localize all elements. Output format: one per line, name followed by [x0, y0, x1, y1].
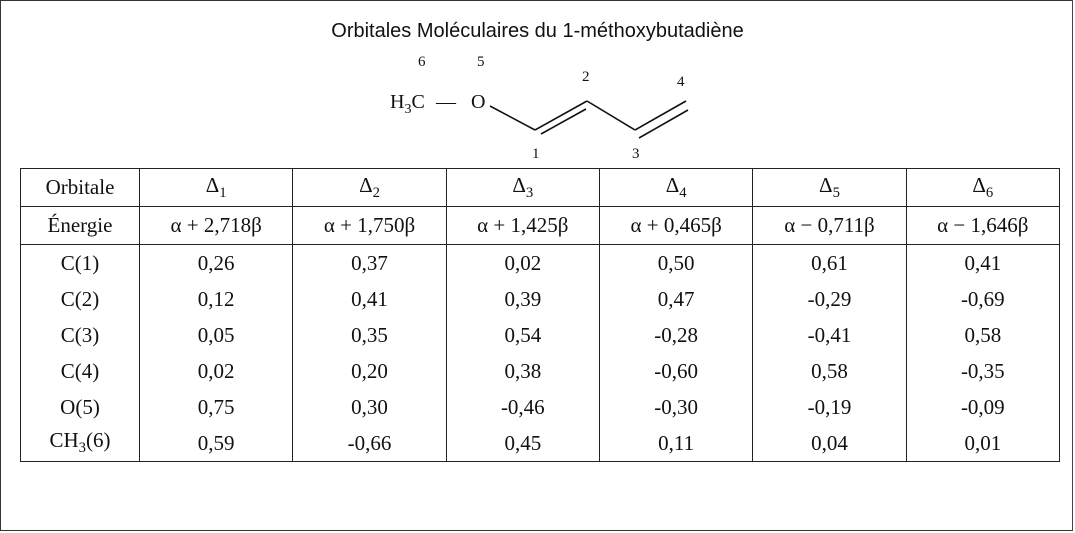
orbital-header-row: Orbitale Δ1 Δ2 Δ3 Δ4 Δ5 Δ6 — [20, 168, 1061, 207]
bond-c2-c3 — [586, 100, 636, 131]
coefficient-cell: -0,41 — [752, 317, 907, 353]
atom-label: C(2) — [20, 281, 140, 317]
energy-label: Énergie — [20, 206, 140, 245]
coefficient-cell: -0,09 — [905, 389, 1061, 425]
coefficient-cell: -0,66 — [292, 425, 447, 462]
atom-number-1: 1 — [532, 146, 540, 162]
bond-c1-c2-double — [540, 108, 587, 135]
coefficient-cell: 0,38 — [445, 353, 600, 389]
coefficient-cell: -0,19 — [752, 389, 907, 425]
table-row: O(5) 0,75 0,30 -0,46 -0,30 -0,19 -0,09 — [20, 389, 1061, 425]
orbital-header: Δ4 — [598, 168, 754, 207]
coefficient-cell: 0,47 — [598, 281, 754, 317]
orbital-header: Δ6 — [905, 168, 1061, 207]
coefficient-cell: 0,20 — [292, 353, 447, 389]
coefficient-cell: 0,35 — [292, 317, 447, 353]
coefficient-cell: -0,28 — [598, 317, 754, 353]
atom-number-2: 2 — [582, 69, 590, 85]
table-row: C(2) 0,12 0,41 0,39 0,47 -0,29 -0,69 — [20, 281, 1061, 317]
coefficient-cell: 0,41 — [905, 244, 1061, 281]
energy-value: α + 0,465β — [598, 206, 754, 245]
orbital-coefficients-table: Orbitale Δ1 Δ2 Δ3 Δ4 Δ5 Δ6 Énergie α + 2… — [20, 168, 1061, 462]
coefficient-cell: -0,46 — [445, 389, 600, 425]
coefficient-cell: 0,04 — [752, 425, 907, 462]
orbital-header: Δ3 — [445, 168, 600, 207]
coefficient-cell: 0,39 — [445, 281, 600, 317]
energy-value: α − 0,711β — [752, 206, 907, 245]
atom-label: CH3(6) — [20, 425, 140, 462]
coefficient-cell: 0,02 — [445, 244, 600, 281]
bond-c3-c4 — [634, 100, 687, 131]
energy-value: α + 2,718β — [138, 206, 294, 245]
page-title: Orbitales Moléculaires du 1-méthoxybutad… — [331, 20, 744, 42]
table-row: CH3(6) 0,59 -0,66 0,45 0,11 0,04 0,01 — [20, 425, 1061, 462]
coefficient-cell: 0,58 — [752, 353, 907, 389]
coefficient-cell: 0,75 — [138, 389, 294, 425]
atom-label: C(1) — [20, 244, 140, 281]
coefficient-cell: 0,59 — [138, 425, 294, 462]
coefficient-cell: -0,69 — [905, 281, 1061, 317]
coefficient-cell: 0,02 — [138, 353, 294, 389]
coefficient-cell: 0,30 — [292, 389, 447, 425]
coefficient-cell: 0,50 — [598, 244, 754, 281]
orbital-header: Δ5 — [752, 168, 907, 207]
coefficient-cell: 0,05 — [138, 317, 294, 353]
energy-row: Énergie α + 2,718β α + 1,750β α + 1,425β… — [20, 206, 1061, 245]
header-label: Orbitale — [20, 168, 140, 207]
atom-number-5: 5 — [477, 54, 485, 70]
oxygen-atom: O — [471, 91, 485, 113]
bond-c1-c2 — [534, 100, 588, 131]
orbital-header: Δ2 — [292, 168, 447, 207]
atom-label: C(4) — [20, 353, 140, 389]
coefficient-cell: -0,29 — [752, 281, 907, 317]
coefficient-cell: 0,11 — [598, 425, 754, 462]
coefficient-cell: 0,37 — [292, 244, 447, 281]
coefficient-cell: 0,45 — [445, 425, 600, 462]
coefficient-cell: 0,54 — [445, 317, 600, 353]
table-row: C(3) 0,05 0,35 0,54 -0,28 -0,41 0,58 — [20, 317, 1061, 353]
atom-number-3: 3 — [632, 146, 640, 162]
table-row: C(1) 0,26 0,37 0,02 0,50 0,61 0,41 — [20, 244, 1061, 281]
molecule-structure: 6 5 2 4 1 3 H3C — O — [390, 54, 689, 162]
atom-number-4: 4 — [677, 74, 685, 90]
bond-o-c1 — [489, 105, 536, 131]
coefficient-cell: 0,26 — [138, 244, 294, 281]
methyl-group: H3C — [390, 91, 425, 117]
atom-label: C(3) — [20, 317, 140, 353]
coefficient-cell: 0,61 — [752, 244, 907, 281]
coefficient-cell: 0,12 — [138, 281, 294, 317]
coefficient-cell: -0,35 — [905, 353, 1061, 389]
energy-value: α + 1,750β — [292, 206, 447, 245]
coefficient-cell: 0,41 — [292, 281, 447, 317]
bond-c3-c4-double — [638, 109, 689, 139]
coefficient-cell: -0,60 — [598, 353, 754, 389]
atom-label: O(5) — [20, 389, 140, 425]
coefficient-cell: 0,58 — [905, 317, 1061, 353]
atom-number-6: 6 — [418, 54, 426, 70]
energy-value: α + 1,425β — [445, 206, 600, 245]
energy-value: α − 1,646β — [905, 206, 1061, 245]
methyl-oxygen-bond: — — [435, 91, 457, 113]
coefficient-cell: -0,30 — [598, 389, 754, 425]
table-row: C(4) 0,02 0,20 0,38 -0,60 0,58 -0,35 — [20, 353, 1061, 389]
coefficient-cell: 0,01 — [905, 425, 1061, 462]
orbital-header: Δ1 — [138, 168, 294, 207]
